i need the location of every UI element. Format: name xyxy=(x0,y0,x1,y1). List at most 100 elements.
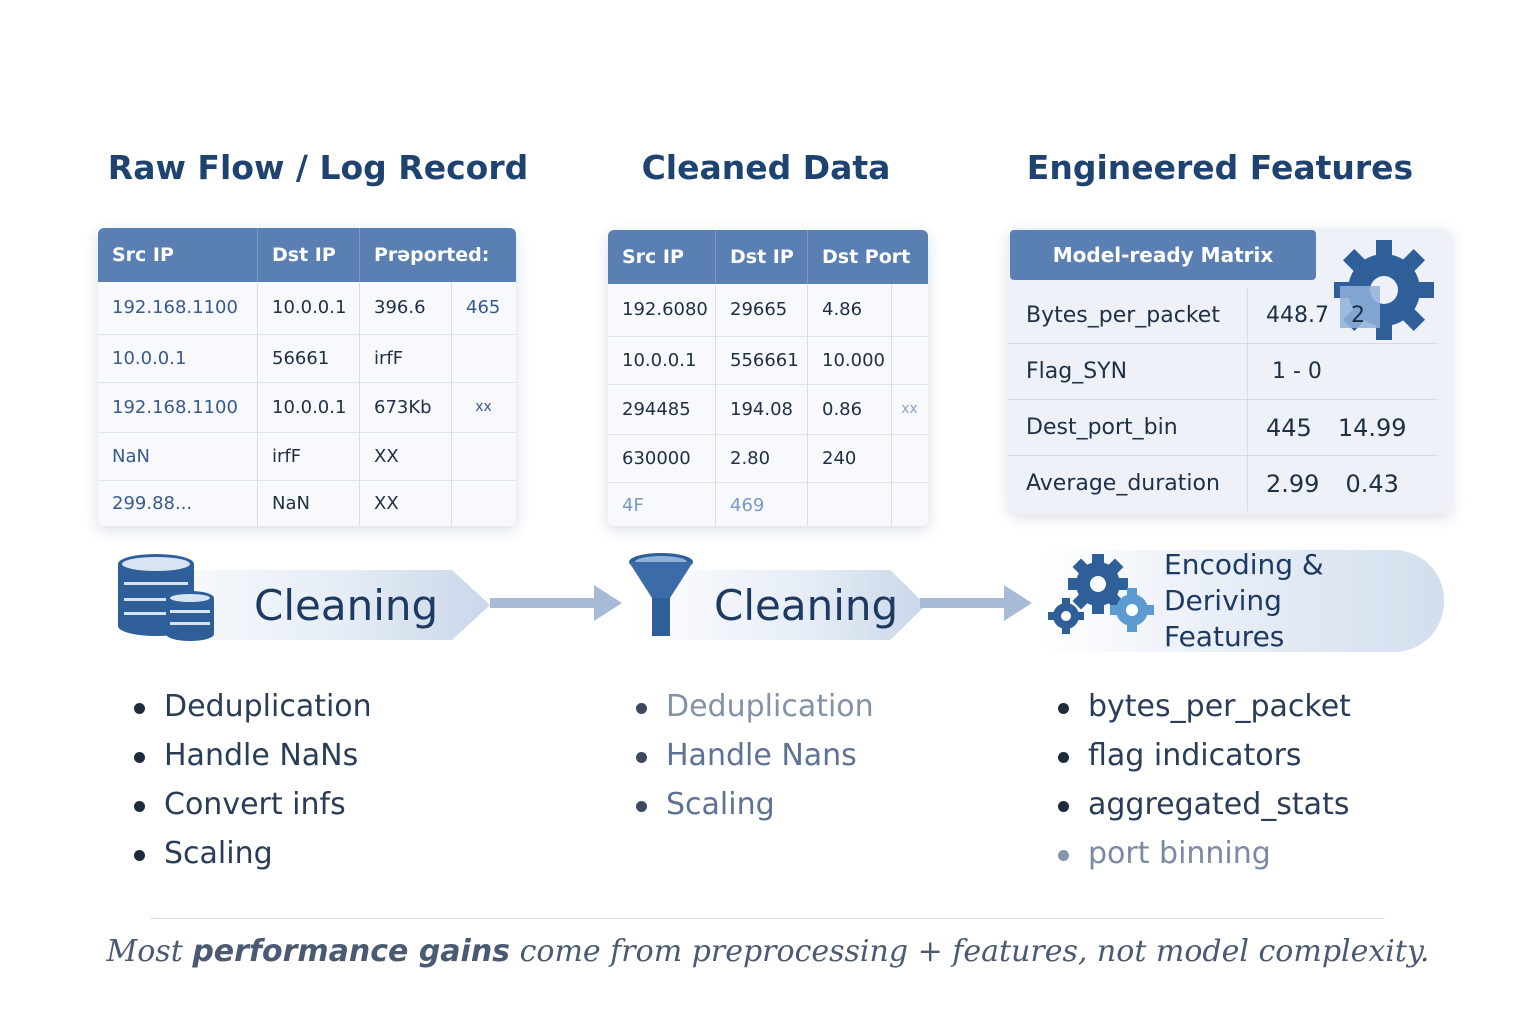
features-column-title: Engineered Features xyxy=(1026,148,1414,187)
table-cell xyxy=(451,432,516,481)
table-row: 10.0.0.1 556661 10.000 xyxy=(608,336,928,385)
database-icon xyxy=(118,554,214,641)
flow-arrow-1 xyxy=(490,598,600,608)
matrix-header: Model-ready Matrix xyxy=(1010,230,1316,280)
matrix-row: Flag_SYN 1 - 0 xyxy=(1008,343,1438,400)
table-cell: 192.6080 xyxy=(608,284,716,337)
table-row: 4F 469 xyxy=(608,482,928,526)
table-cell: NaN xyxy=(98,432,258,481)
feature-matrix-card: Model-ready Matrix Bytes_per_packet 448.… xyxy=(1008,228,1452,514)
table-row: 192.168.1100 10.0.0.1 673Kb xx xyxy=(98,382,516,433)
table-row: 192.6080 29665 4.86 xyxy=(608,284,928,337)
list-item: Scaling xyxy=(134,829,372,878)
table-header-row: Src IP Dst IP Dst Port xyxy=(608,230,928,284)
table-cell: 465 xyxy=(451,282,516,335)
table-cell: 10.0.0.1 xyxy=(257,282,360,335)
table-cell: 396.6 xyxy=(359,282,452,335)
table-cell: 630000 xyxy=(608,434,716,483)
table-cell: 10.0.0.1 xyxy=(98,334,258,383)
feature-name: Flag_SYN xyxy=(1008,343,1248,400)
list-item: aggregated_stats xyxy=(1058,780,1351,829)
table-cell: irfF xyxy=(257,432,360,481)
column-header: Dst IP xyxy=(257,228,360,282)
table-cell: 299.88... xyxy=(98,480,258,526)
table-cell: xx xyxy=(451,382,516,433)
table-cell: 192.168.1100 xyxy=(98,382,258,433)
cleaned-column-title: Cleaned Data xyxy=(641,148,891,187)
table-cell: XX xyxy=(359,432,452,481)
table-row: NaN irfF XX xyxy=(98,432,516,481)
table-cell xyxy=(891,284,928,337)
feature-steps-list: bytes_per_packet flag indicators aggrega… xyxy=(1058,682,1351,878)
raw-record-table: Src IP Dst IP Prəported: 192.168.1100 10… xyxy=(98,228,516,526)
table-cell: 2.80 xyxy=(715,434,808,483)
column-header: Src IP xyxy=(98,228,258,282)
flow-arrow-2 xyxy=(920,598,1012,608)
raw-steps-list: Deduplication Handle NaNs Convert infs S… xyxy=(134,682,372,878)
funnel-icon xyxy=(629,553,693,636)
raw-column-title: Raw Flow / Log Record xyxy=(107,148,529,187)
table-cell: 194.08 xyxy=(715,384,808,435)
table-cell xyxy=(891,434,928,483)
table-cell: 192.168.1100 xyxy=(98,282,258,335)
table-cell: irfF xyxy=(359,334,452,383)
divider xyxy=(150,918,1384,919)
table-cell: 10.0.0.1 xyxy=(257,382,360,433)
table-cell: XX xyxy=(359,480,452,526)
feature-name: Dest_port_bin xyxy=(1008,399,1248,456)
table-cell: 29665 xyxy=(715,284,808,337)
list-item: port binning xyxy=(1058,829,1351,878)
table-row: 10.0.0.1 56661 irfF xyxy=(98,334,516,383)
list-item: Deduplication xyxy=(134,682,372,731)
table-header-row: Src IP Dst IP Prəported: xyxy=(98,228,516,282)
feature-name: Bytes_per_packet xyxy=(1008,288,1248,344)
table-cell: 673Kb xyxy=(359,382,452,433)
table-cell: 294485 xyxy=(608,384,716,435)
table-cell: 240 xyxy=(807,434,892,483)
stage-label-line1: Encoding & Deriving xyxy=(1164,548,1324,617)
table-row: 630000 2.80 240 xyxy=(608,434,928,483)
flow-arrowhead-2 xyxy=(1004,585,1032,621)
table-cell: 469 xyxy=(715,482,808,526)
column-header: Prəported: xyxy=(359,228,516,282)
feature-name: Average_duration xyxy=(1008,455,1248,511)
list-item: Convert infs xyxy=(134,780,372,829)
table-cell xyxy=(451,334,516,383)
footer-caption: Most performance gains come from preproc… xyxy=(106,934,1430,969)
table-cell: 56661 xyxy=(257,334,360,383)
feature-value: 1 - 0 xyxy=(1247,343,1438,400)
table-row: 192.168.1100 10.0.0.1 396.6 465 xyxy=(98,282,516,335)
table-cell: 4F xyxy=(608,482,716,526)
table-cell: NaN xyxy=(257,480,360,526)
cleaned-data-table: Src IP Dst IP Dst Port 192.6080 29665 4.… xyxy=(608,230,928,526)
column-header: Dst Port xyxy=(807,230,928,284)
list-item: bytes_per_packet xyxy=(1058,682,1351,731)
list-item: Deduplication xyxy=(636,682,874,731)
list-item: Scaling xyxy=(636,780,874,829)
stage-label: Cleaning xyxy=(714,580,899,630)
table-cell xyxy=(452,480,517,526)
table-cell: xx xyxy=(891,384,928,435)
table-cell xyxy=(807,482,892,526)
stage-label-line2: Features xyxy=(1164,620,1285,653)
list-item: Handle NaNs xyxy=(134,731,372,780)
table-row: 299.88... NaN XX xyxy=(98,480,516,526)
column-header: Dst IP xyxy=(715,230,808,284)
column-header: Src IP xyxy=(608,230,716,284)
list-item: Handle Nans xyxy=(636,731,874,780)
gears-icon xyxy=(1048,554,1154,634)
table-cell: 10.000 xyxy=(807,336,892,385)
stage-label: Cleaning xyxy=(254,580,439,630)
table-cell: 4.86 xyxy=(807,284,892,337)
table-cell: 556661 xyxy=(715,336,808,385)
table-cell: 0.86 xyxy=(807,384,892,435)
clean-steps-list: Deduplication Handle Nans Scaling xyxy=(636,682,874,829)
table-row: 294485 194.08 0.86 xx xyxy=(608,384,928,435)
table-cell xyxy=(892,482,929,526)
flow-arrowhead-1 xyxy=(594,585,622,621)
